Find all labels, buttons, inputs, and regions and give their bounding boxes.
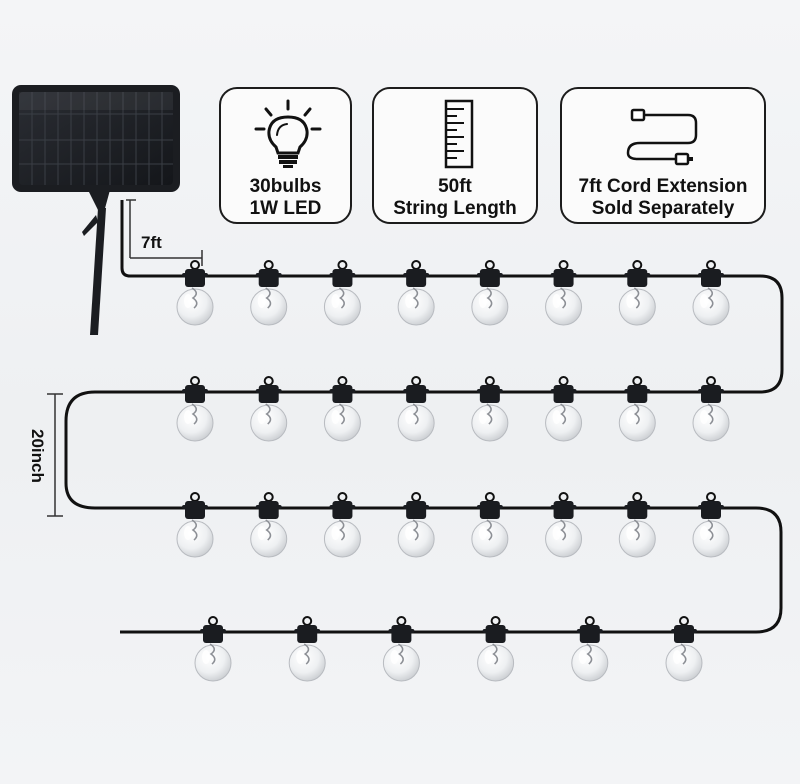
string-length-label: String Length — [393, 198, 517, 219]
light-bulb — [692, 260, 730, 326]
light-bulb-icon — [254, 99, 322, 168]
light-bulb — [471, 492, 509, 558]
light-bulb — [397, 376, 435, 442]
feature-card-bulbs: 30bulbs 1W LED — [219, 87, 352, 224]
light-bulb — [397, 492, 435, 558]
solar-panel — [12, 85, 180, 192]
bulb-group — [176, 260, 730, 682]
string-light-cable — [64, 200, 784, 634]
feature-card-extension: 7ft Cord Extension Sold Separately — [560, 87, 766, 224]
ground-stake — [82, 190, 110, 335]
light-bulb — [471, 260, 509, 326]
light-bulb — [176, 260, 214, 326]
row-spacing-dimension — [47, 393, 63, 517]
light-bulb — [545, 376, 583, 442]
panel-lead-label: 7ft — [141, 233, 162, 252]
panel-lead-dimension — [126, 199, 203, 266]
string-length-value: 50ft — [438, 176, 472, 197]
light-bulb — [471, 376, 509, 442]
light-bulb — [323, 376, 361, 442]
bulb-power-text: 1W LED — [249, 198, 322, 219]
light-bulb — [250, 376, 288, 442]
light-bulb — [250, 260, 288, 326]
light-bulb — [477, 616, 515, 682]
light-bulb — [618, 376, 656, 442]
light-bulb — [176, 492, 214, 558]
light-bulb — [665, 616, 703, 682]
cord-extension-length: 7ft Cord Extension — [578, 176, 748, 197]
cord-extension-note: Sold Separately — [591, 198, 735, 219]
extension-cord-icon — [626, 108, 698, 166]
light-bulb — [397, 260, 435, 326]
light-bulb — [545, 260, 583, 326]
light-bulb — [194, 616, 232, 682]
light-bulb — [288, 616, 326, 682]
light-bulb — [250, 492, 288, 558]
ruler-icon — [444, 99, 474, 169]
light-bulb — [692, 376, 730, 442]
light-bulb — [571, 616, 609, 682]
light-bulb — [618, 260, 656, 326]
light-bulb — [323, 260, 361, 326]
light-bulb — [176, 376, 214, 442]
light-bulb — [382, 616, 420, 682]
light-bulb — [618, 492, 656, 558]
row-spacing-label: 20inch — [28, 429, 47, 483]
bulb-count-text: 30bulbs — [249, 176, 322, 197]
feature-card-length: 50ft String Length — [372, 87, 538, 224]
light-bulb — [692, 492, 730, 558]
light-bulb — [323, 492, 361, 558]
light-bulb — [545, 492, 583, 558]
